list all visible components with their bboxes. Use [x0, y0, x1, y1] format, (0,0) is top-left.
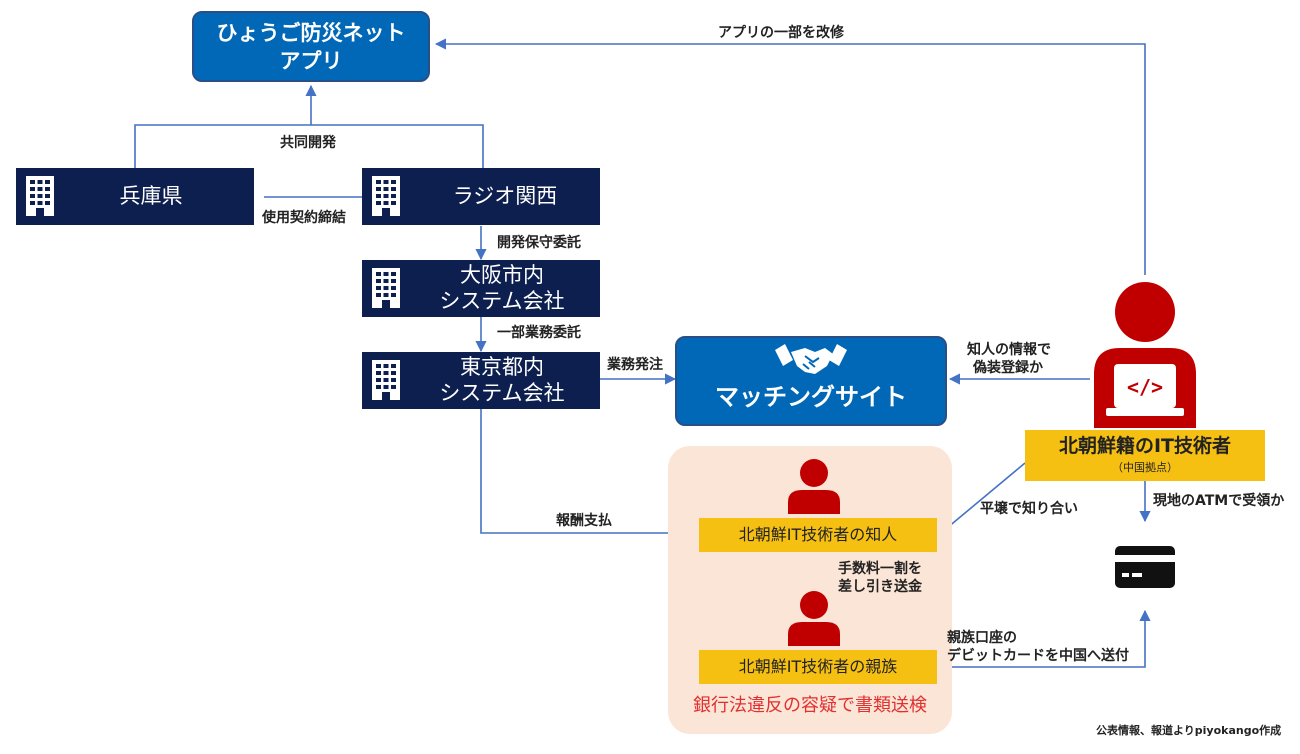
- label-fake-reg-1: 知人の情報で: [967, 342, 1051, 358]
- handshake-icon: [775, 344, 847, 374]
- label-joint-dev: 共同開発: [280, 135, 336, 151]
- matching-site-label: マッチングサイト: [715, 383, 907, 411]
- label-debit-1: 親族口座の: [947, 630, 1017, 646]
- edge-debit-card: [937, 609, 1151, 668]
- building-icon: [372, 268, 400, 308]
- label-debit-2: デビットカードを中国へ送付: [947, 648, 1129, 664]
- edge-app-modify: [434, 38, 1146, 275]
- source-credit: 公表情報、報道よりpiyokango作成: [1096, 724, 1282, 737]
- node-relative: 北朝鮮IT技術者の親族: [699, 650, 937, 684]
- engineer-title-box: 北朝鮮籍のIT技術者 （中国拠点）: [1025, 430, 1265, 481]
- node-tokyo-company: 東京都内 システム会社: [362, 352, 600, 409]
- label-payment: 報酬支払: [556, 513, 612, 529]
- label-fee-1: 手数料一割を: [838, 561, 922, 577]
- label-order: 業務発注: [607, 357, 663, 373]
- edge-pyongyang: [946, 462, 1026, 529]
- edge-payment: [480, 409, 699, 539]
- programmer-icon: </>: [1094, 282, 1196, 428]
- person-icon: [788, 591, 840, 646]
- node-osaka-company: 大阪市内 システム会社: [362, 260, 600, 317]
- engineer-subtitle: （中国拠点）: [1112, 461, 1178, 474]
- label-maintenance: 開発保守委託: [497, 235, 581, 251]
- app-box-line2: アプリ: [279, 49, 343, 73]
- matching-site-box: マッチングサイト: [675, 336, 947, 426]
- engineer-title: 北朝鮮籍のIT技術者: [1058, 435, 1232, 457]
- node-tokyo-line2: システム会社: [439, 381, 565, 405]
- node-osaka-line2: システム会社: [439, 289, 565, 313]
- edge-joint-dev: [134, 124, 484, 168]
- label-atm: 現地のATMで受領か: [1153, 493, 1285, 509]
- building-icon: [372, 360, 400, 400]
- node-radio-kansai: ラジオ関西: [362, 168, 600, 225]
- building-icon: [26, 176, 54, 216]
- label-contract: 使用契約締結: [262, 210, 346, 226]
- label-app-modify: アプリの一部を改修: [718, 25, 844, 41]
- node-hyogo: 兵庫県: [16, 168, 254, 225]
- app-box: ひょうご防災ネット アプリ: [192, 11, 430, 82]
- svg-text:</>: </>: [1127, 375, 1163, 399]
- credit-card-icon: [1115, 546, 1175, 588]
- node-radio-kansai-label: ラジオ関西: [452, 184, 558, 208]
- prosecution-note: 銀行法違反の容疑で書類送検: [693, 695, 927, 716]
- node-hyogo-label: 兵庫県: [119, 184, 183, 208]
- building-icon: [372, 176, 400, 216]
- label-partial-outsource: 一部業務委託: [497, 325, 581, 341]
- label-fake-reg-2: 偽装登録か: [973, 360, 1043, 376]
- label-fee-2: 差し引き送金: [838, 579, 922, 595]
- node-acquaintance: 北朝鮮IT技術者の知人: [699, 518, 937, 552]
- node-osaka-line1: 大阪市内: [460, 263, 544, 287]
- person-icon: [788, 459, 840, 514]
- label-pyongyang: 平壌で知り合い: [980, 501, 1078, 517]
- app-box-line1: ひょうご防災ネット: [216, 21, 406, 45]
- node-tokyo-line1: 東京都内: [460, 355, 544, 379]
